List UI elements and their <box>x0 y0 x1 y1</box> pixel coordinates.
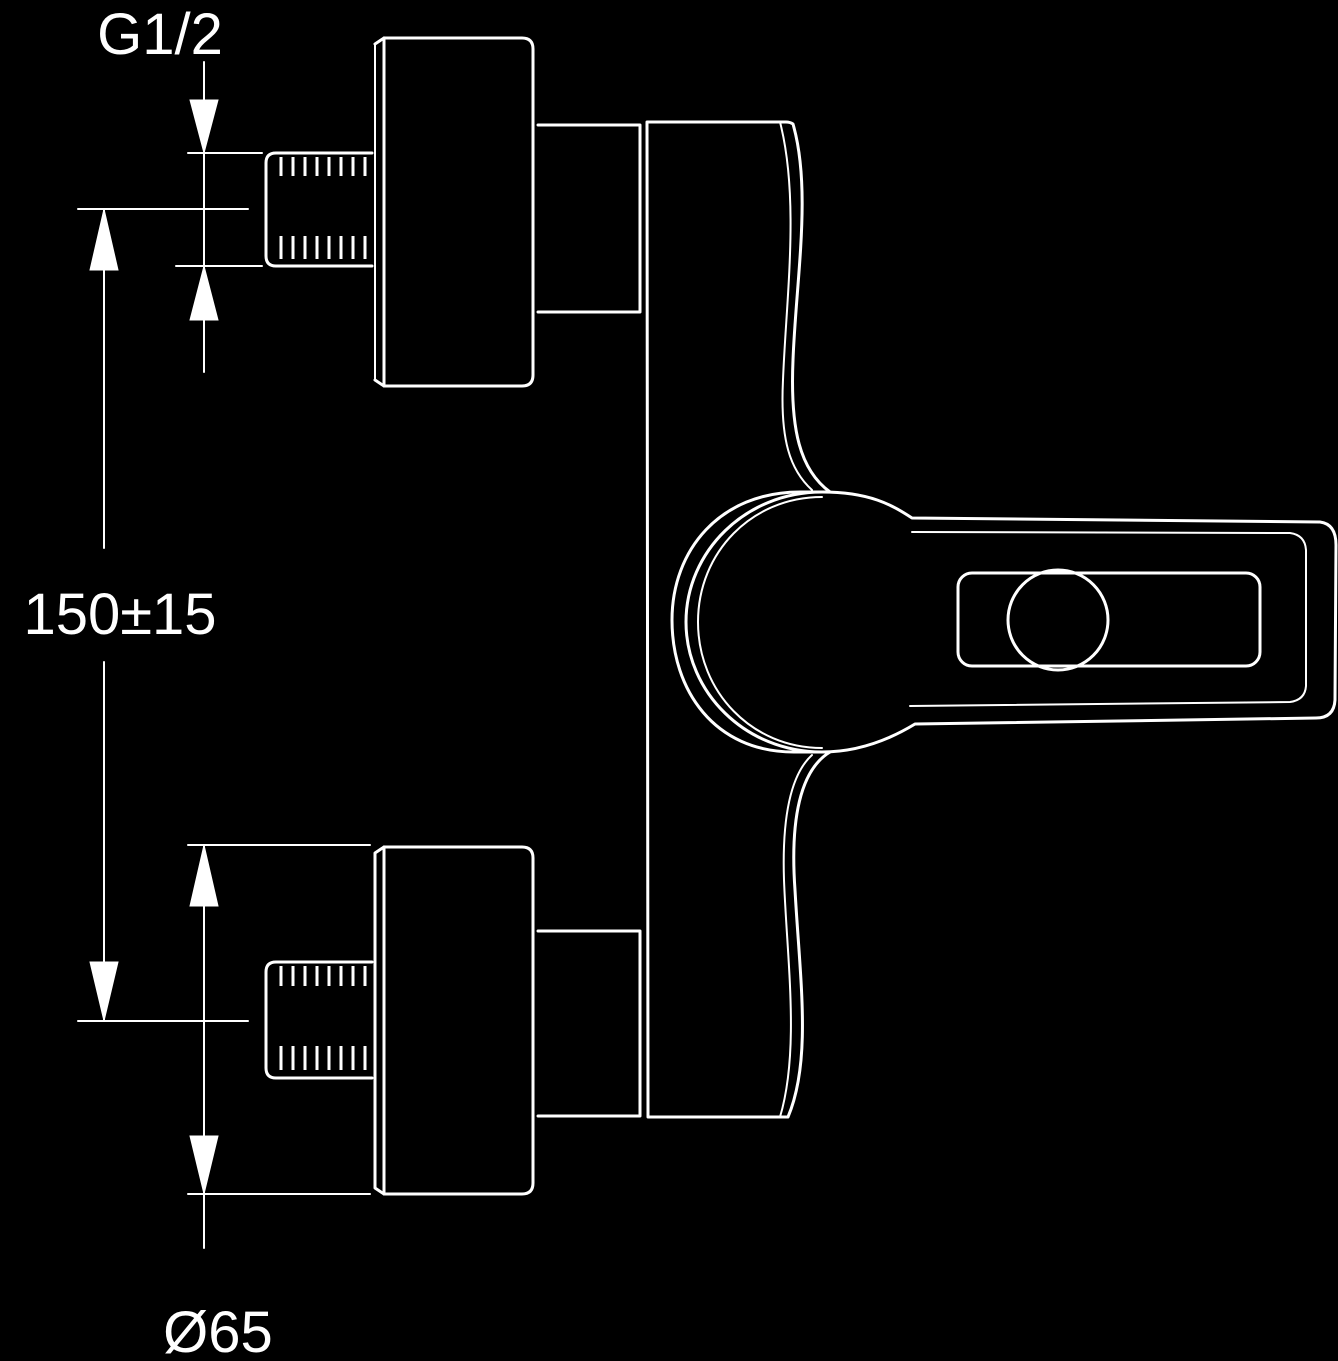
bottom-eccentric-cap <box>382 845 535 1196</box>
lever-window-slot <box>956 571 1262 668</box>
diameter-label: Ø65 <box>163 1300 273 1361</box>
top-inlet-assembly <box>264 36 642 388</box>
mixer-body-edge-highlight-lower <box>779 754 813 1118</box>
bottom-inlet-assembly <box>264 845 642 1196</box>
centre-dim-arrow-bottom <box>89 961 119 1022</box>
thread-size-dimension: G1/2 <box>97 2 263 373</box>
top-threaded-pipe <box>264 151 374 268</box>
bottom-cap-flange <box>373 845 386 1196</box>
centre-distance-dimension: 150±15 <box>23 208 249 1022</box>
bottom-connector-neck <box>536 929 642 1118</box>
top-eccentric-cap <box>382 36 535 388</box>
diameter-dim-arrow-bottom <box>189 1135 219 1195</box>
diameter-dimension: Ø65 <box>163 844 371 1361</box>
top-thread-marks <box>279 157 367 259</box>
thread-dim-arrow-bottom <box>189 264 219 321</box>
lever-handle-inner-outline <box>909 531 1307 707</box>
bottom-threaded-pipe <box>264 960 374 1080</box>
centre-dim-arrow-top <box>89 208 119 271</box>
diameter-dim-arrow-top <box>189 844 219 907</box>
mixer-body <box>645 120 832 1119</box>
lever-indicator-disc <box>1006 568 1110 672</box>
top-connector-neck <box>536 123 642 314</box>
mixer-body-edge-highlight <box>779 121 813 491</box>
centre-distance-label: 150±15 <box>23 582 216 647</box>
mixer-body-outline <box>645 120 832 1119</box>
top-cap-flange <box>373 36 386 388</box>
lever-handle <box>684 490 1338 754</box>
bottom-thread-marks <box>279 966 367 1070</box>
lever-hub-inner-arc <box>696 496 823 749</box>
lever-handle-outline <box>684 490 1338 754</box>
thread-size-label: G1/2 <box>97 2 223 67</box>
thread-dim-arrow-top <box>189 99 219 155</box>
